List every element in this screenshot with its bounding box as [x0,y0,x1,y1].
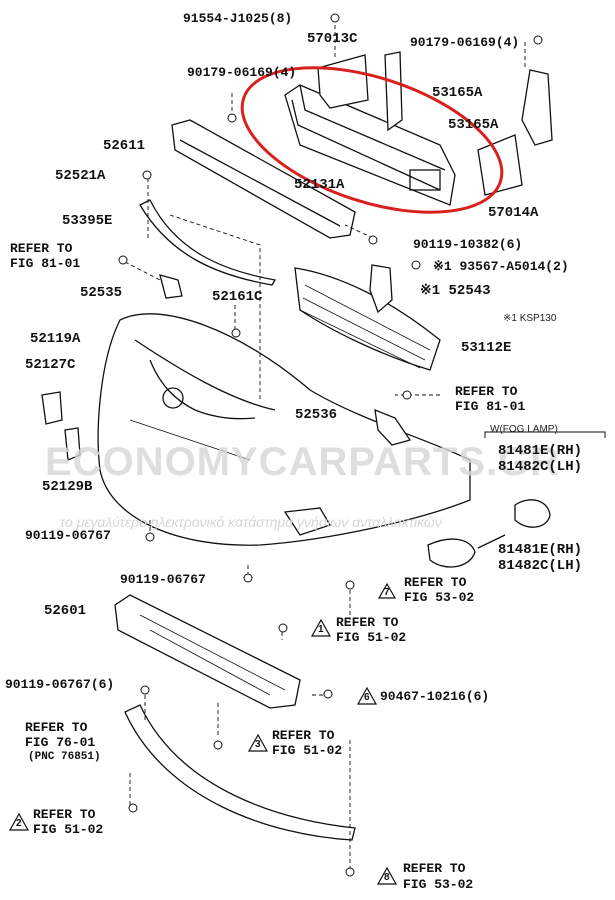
marker-number-7: 7 [384,587,390,598]
refer-label-3-line1: REFER TO [404,575,467,590]
refer-label-7-line1: REFER TO [33,807,96,822]
part-label-57013c: 57013C [307,31,358,47]
part-label-90467: 90467-10216(6) [380,689,490,704]
under-cover-52601 [114,594,301,709]
marker-number-2: 2 [16,818,22,829]
refer-label-5-line2: FIG 76-01 [25,735,96,750]
part-label-53165a-2: 53165A [448,117,499,133]
fog-lamp-cover-lower [427,538,476,568]
part-label-52521a: 52521A [55,168,106,184]
refer-label-1-line2: FIG 81-01 [10,256,81,271]
part-label-53112e: 53112E [461,340,512,356]
part-label-52127c: 52127C [25,357,76,373]
part-label-81482c-2: 81482C(LH) [498,558,583,574]
refer-label-5-line1: REFER TO [25,720,88,735]
part-label-52611: 52611 [103,138,146,154]
lower-grille-53112e [294,267,441,371]
part-label-81482c-1: 81482C(LH) [498,459,583,475]
bracket-53165a-upper [384,51,403,132]
part-label-90119-10382: 90119-10382(6) [413,237,523,252]
part-label-52129b: 52129B [42,479,93,495]
refer-label-3-line2: FIG 53-02 [404,590,475,605]
bumper-cover-52119a [97,313,471,546]
refer-label-2-line2: FIG 81-01 [455,399,526,414]
refer-label-8-line2: FIG 53-02 [403,877,474,892]
refer-label-6-line1: REFER TO [272,728,335,743]
marker-triangle-6 [356,686,378,705]
part-label-52543: ※1 52543 [420,283,491,299]
part-label-90119-06767-c: 90119-06767(6) [5,677,115,692]
highlight-ellipse [240,66,504,214]
part-label-81481e-2: 81481E(RH) [498,542,583,558]
part-label-90119-06767-a: 90119-06767 [25,528,111,543]
marker-triangle-8 [376,866,398,885]
part-label-53395e: 53395E [62,213,113,229]
part-label-53165a-1: 53165A [432,85,483,101]
part-label-52131a: 52131A [294,177,345,193]
energy-absorber-52611 [171,119,356,239]
bracket-53165a-lower [521,69,553,146]
refer-label-6-line2: FIG 51-02 [272,743,343,758]
watermark-text: ECONOMYCARPARTS.GR [45,440,561,484]
retainer-52535 [159,274,183,299]
part-label-52119a: 52119A [30,331,81,347]
marker-triangle-1 [310,618,332,637]
grille-cover-52543 [369,264,393,314]
part-label-52536: 52536 [295,407,338,423]
bracket-57013c [317,54,369,109]
part-label-93567: ※1 93567-A5014(2) [433,259,569,274]
cover-52129b [64,427,81,461]
part-label-90179-a: 90179-06169(4) [410,35,520,50]
part-label-81481e-1: 81481E(RH) [498,443,583,459]
part-label-57014a: 57014A [488,205,539,221]
refer-label-4-line1: REFER TO [336,615,399,630]
retainer-52536 [374,408,412,446]
part-label-91554: 91554-J1025(8) [183,11,293,26]
refer-label-4-line2: FIG 51-02 [336,630,407,645]
seal-52127c [41,391,63,425]
marker-number-1: 1 [318,624,324,635]
refer-label-1-line1: REFER TO [10,241,73,256]
marker-number-6: 6 [364,692,370,703]
part-label-52601: 52601 [44,603,87,619]
note-fog-lamp: W(FOG LAMP) [490,424,558,435]
watermark-subtitle: το μεγαλύτερο ηλεκτρονικό κατάστημα γνήσ… [60,514,442,530]
part-label-52535: 52535 [80,285,123,301]
marker-number-8: 8 [384,872,390,883]
marker-triangle-3 [247,733,269,752]
marker-triangle-2 [8,812,30,831]
molding-53395e [139,199,277,286]
part-label-90119-06767-b: 90119-06767 [120,572,206,587]
part-label-52161c: 52161C [212,289,263,305]
refer-label-7-line2: FIG 51-02 [33,822,104,837]
refer-label-5-line3: (PNC 76851) [28,751,101,763]
fog-lamp-cover-upper [514,499,551,528]
refer-label-2-line1: REFER TO [455,384,518,399]
marker-triangle-7 [377,582,397,599]
note-ksp130: ※1 KSP130 [503,313,557,324]
marker-number-3: 3 [255,739,261,750]
refer-label-8-line1: REFER TO [403,861,466,876]
part-label-90179-b: 90179-06169(4) [187,65,297,80]
lower-spoiler [124,704,356,841]
